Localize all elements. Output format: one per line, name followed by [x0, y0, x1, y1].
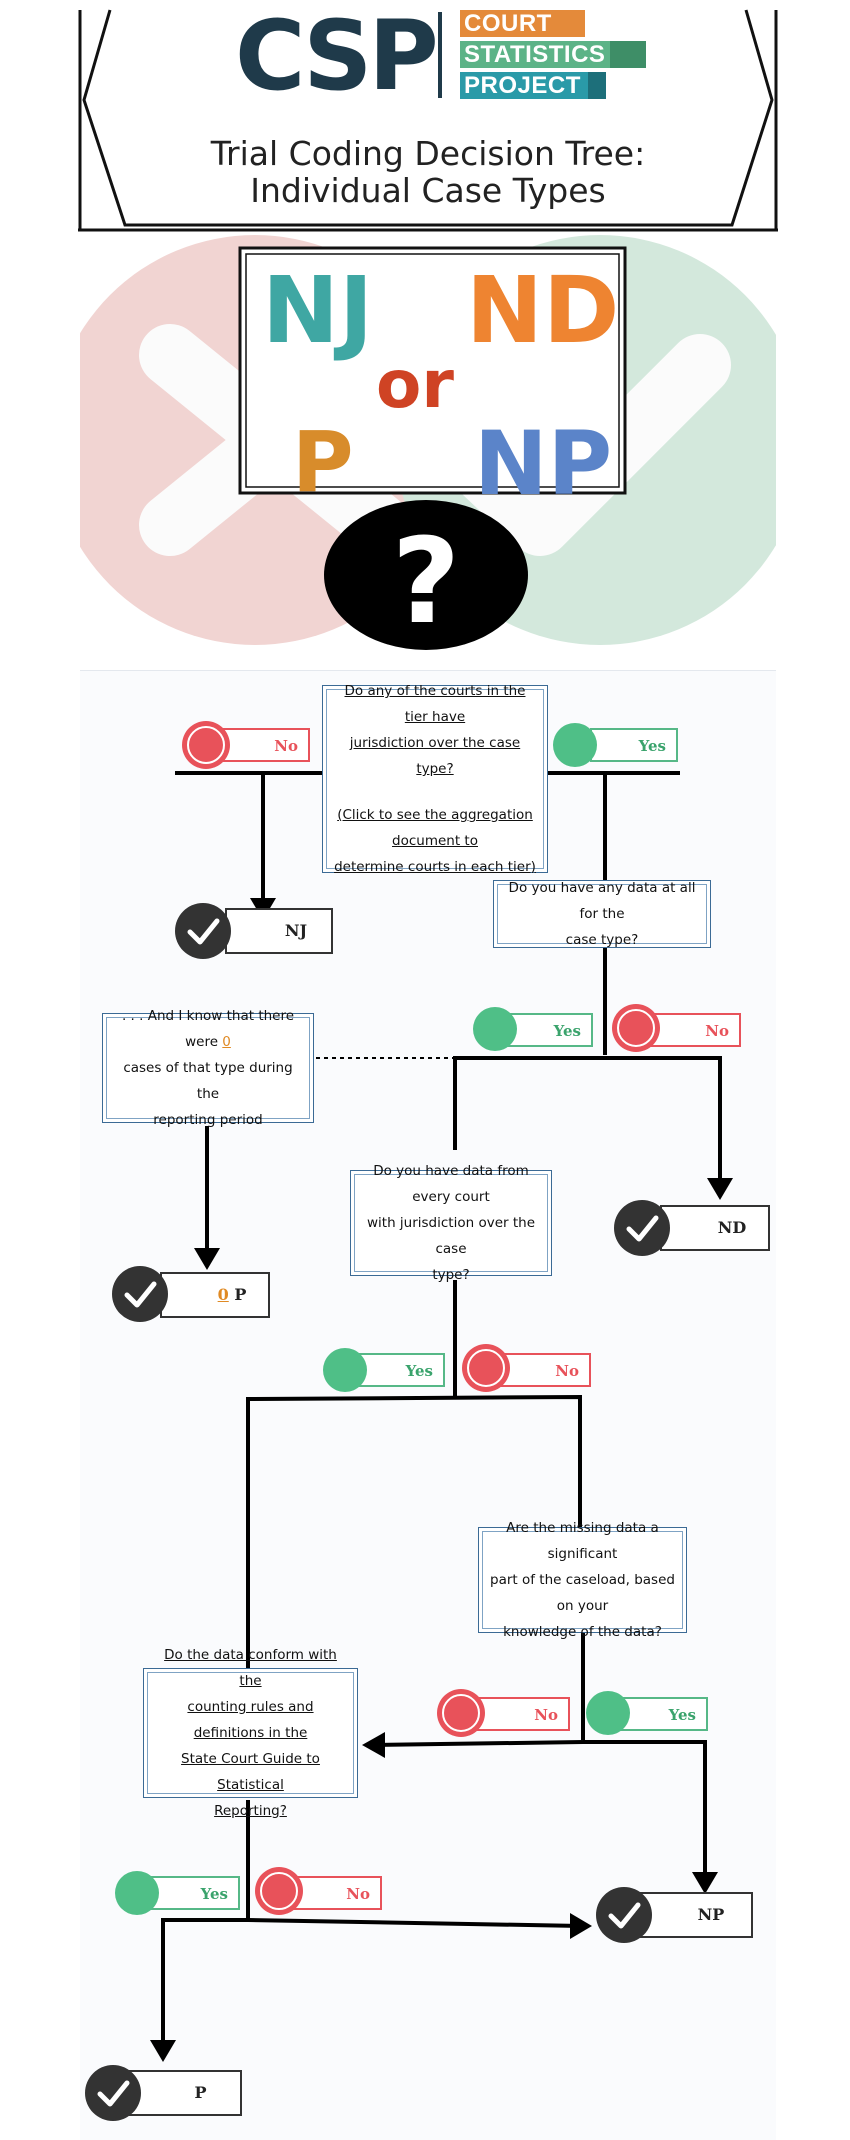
yes-circle-icon	[473, 1007, 517, 1051]
result-np-text: NP	[697, 1905, 725, 1924]
header-frame	[78, 9, 778, 232]
yes-circle-icon	[586, 1691, 630, 1735]
logo-divider	[438, 12, 442, 98]
yes-text: Yes	[200, 1885, 228, 1903]
yes-label-q6: Yes	[148, 1876, 240, 1910]
q1-line-3[interactable]: (Click to see the aggregation document t…	[337, 807, 533, 849]
checkmark-icon	[85, 2065, 141, 2121]
yes-label-q5: Yes	[620, 1697, 708, 1731]
hero-background	[80, 235, 776, 650]
yes-text: Yes	[405, 1362, 433, 1380]
q3-zero-link[interactable]: 0	[222, 1034, 231, 1050]
result-zero-link[interactable]: 0	[217, 1285, 229, 1304]
result-nd-text: ND	[717, 1218, 747, 1237]
q3-line-3: reporting period	[153, 1112, 263, 1128]
checkmark-icon	[614, 1200, 670, 1256]
brand-band-project: PROJECT	[460, 72, 606, 99]
yes-circle-icon	[115, 1871, 159, 1915]
csp-logo-letters: CSP	[235, 0, 439, 112]
q5-line-3: knowledge of the data?	[503, 1624, 662, 1640]
brand-band-court: COURT	[460, 10, 585, 37]
question-box-missing-data: Are the missing data a significant part …	[478, 1520, 687, 1640]
no-text: No	[705, 1022, 729, 1040]
yes-label-q2: Yes	[505, 1013, 593, 1047]
result-nj-text: NJ	[284, 921, 308, 940]
yes-circle-icon	[323, 1348, 367, 1392]
question-box-any-data: Do you have any data at all for the case…	[493, 880, 711, 948]
no-text: No	[274, 737, 298, 755]
no-text: No	[534, 1706, 558, 1724]
q6-line-1[interactable]: Do the data conform with the	[164, 1647, 337, 1689]
q5-line-2: part of the caseload, based on your	[490, 1572, 675, 1614]
q3-line-1-text: . . . And I know that there were	[121, 1008, 295, 1050]
code-p: P	[292, 413, 354, 511]
q1-line-2[interactable]: jurisdiction over the case type?	[349, 735, 521, 777]
q5-line-1: Are the missing data a significant	[506, 1520, 659, 1562]
result-p: P	[125, 2070, 242, 2116]
code-np: NP	[474, 412, 613, 515]
yes-label-q4: Yes	[355, 1353, 445, 1387]
brand-project-text: PROJECT	[464, 72, 581, 99]
brand-logo: COURT STATISTICS PROJECT	[460, 10, 646, 99]
q4-line-2: with jurisdiction over the case	[366, 1215, 536, 1257]
yes-text: Yes	[638, 737, 666, 755]
question-box-counting-rules[interactable]: Do the data conform with the counting ru…	[143, 1647, 358, 1819]
q1-line-1[interactable]: Do any of the courts in the tier have	[344, 683, 526, 725]
result-np: NP	[635, 1892, 753, 1938]
result-nd: ND	[660, 1205, 770, 1251]
connector-or: or	[376, 346, 454, 423]
no-circle-icon	[437, 1689, 485, 1737]
code-nd: ND	[466, 257, 620, 364]
no-text: No	[555, 1362, 579, 1380]
code-nj: NJ	[262, 257, 374, 364]
question-box-jurisdiction[interactable]: Do any of the courts in the tier have ju…	[322, 683, 548, 875]
page-title: Trial Coding Decision Tree: Individual C…	[80, 135, 776, 209]
question-box-every-court: Do you have data from every court with j…	[350, 1163, 552, 1283]
q4-line-1: Do you have data from every court	[373, 1163, 529, 1205]
no-text: No	[346, 1885, 370, 1903]
brand-band-statistics: STATISTICS	[460, 41, 646, 68]
result-zero-p: 0 P	[160, 1272, 270, 1318]
q6-line-4[interactable]: Reporting?	[214, 1803, 287, 1819]
q1-line-4[interactable]: determine courts in each tier)	[334, 859, 536, 875]
question-mark-icon: ?	[391, 512, 461, 650]
yes-text: Yes	[553, 1022, 581, 1040]
checkmark-icon	[175, 903, 231, 959]
title-line-2: Individual Case Types	[250, 171, 606, 210]
result-p-suffix: P	[234, 1285, 247, 1304]
q4-line-3: type?	[432, 1267, 470, 1283]
q6-line-2[interactable]: counting rules and definitions in the	[187, 1699, 314, 1741]
no-circle-icon	[612, 1004, 660, 1052]
result-zero-p-text: 0 P	[162, 1274, 268, 1316]
no-circle-icon	[182, 721, 230, 769]
section-divider	[80, 670, 776, 671]
no-circle-icon	[462, 1344, 510, 1392]
q3-line-1: . . . And I know that there were 0	[113, 1003, 303, 1055]
q2-line-2: case type?	[565, 932, 639, 948]
result-nj: NJ	[225, 908, 333, 954]
q2-line-1: Do you have any data at all for the	[508, 880, 696, 922]
checkmark-icon	[596, 1887, 652, 1943]
yes-label-q1: Yes	[590, 728, 678, 762]
result-p-text: P	[194, 2083, 207, 2102]
brand-court-text: COURT	[464, 10, 552, 37]
q3-line-2: cases of that type during the	[123, 1060, 293, 1102]
yes-circle-icon	[553, 723, 597, 767]
q6-line-3[interactable]: State Court Guide to Statistical	[181, 1751, 320, 1793]
title-line-1: Trial Coding Decision Tree:	[210, 134, 646, 173]
yes-text: Yes	[668, 1706, 696, 1724]
note-box-known-zero: . . . And I know that there were 0 cases…	[102, 1008, 314, 1128]
checkmark-icon	[112, 1266, 168, 1322]
brand-statistics-text: STATISTICS	[464, 41, 606, 68]
no-circle-icon	[255, 1867, 303, 1915]
